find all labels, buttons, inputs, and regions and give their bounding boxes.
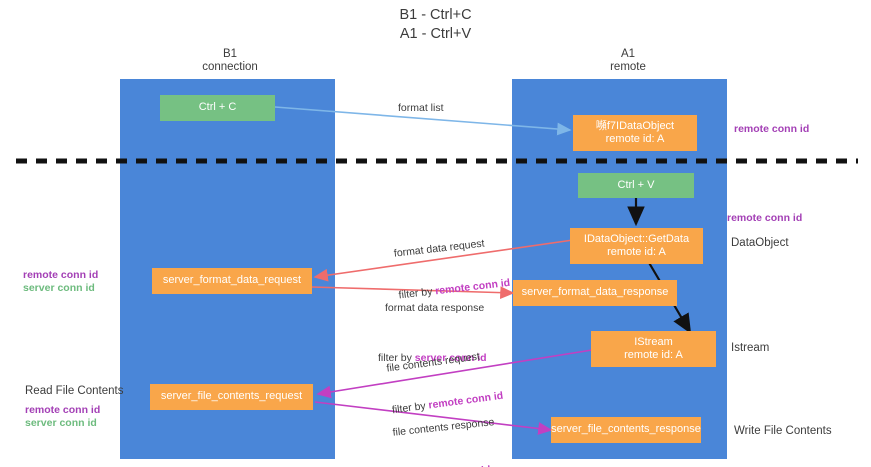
node-ctrl-v[interactable]: Ctrl + V [578, 173, 694, 198]
node-server-format-data-request[interactable]: server_format_data_request [152, 268, 312, 294]
edge-line-1: format data request [393, 237, 486, 260]
tag-bottom-server-conn-id: server conn id [25, 417, 97, 429]
edge-label-file-contents-response: file contents response filter by server … [389, 387, 503, 467]
side-label-read-file-contents: Read File Contents [25, 385, 124, 397]
node-server-format-data-response[interactable]: server_format_data_response [513, 280, 677, 306]
column-header-left: B1 connection [202, 48, 258, 73]
node-server-file-contents-request[interactable]: server_file_contents_request [150, 384, 313, 410]
side-label-istream: Istream [731, 342, 770, 354]
edge-line-1: file contents request [385, 350, 481, 375]
tag-remote-conn-id-mid: remote conn id [727, 212, 803, 224]
edge-line-1: format data response [385, 302, 485, 314]
edge-filter-value: server conn id [414, 352, 487, 364]
node-istream[interactable]: IStream remote id: A [591, 331, 716, 367]
column-header-right: A1 remote [610, 48, 646, 73]
tag-bottom-remote-conn-id: remote conn id [25, 404, 101, 416]
edge-line-2: filter by server conn id [382, 462, 500, 467]
edge-label-format-data-response: format data response filter by server co… [378, 273, 487, 393]
edge-label-format-list: format list [398, 102, 444, 114]
edge-line-1: file contents response [392, 416, 495, 439]
node-idataobject-getdata[interactable]: IDataObject::GetData remote id: A [570, 228, 703, 264]
tag-left-server-conn-id: server conn id [23, 282, 95, 294]
diagram-title: B1 - Ctrl+C A1 - Ctrl+V [399, 7, 472, 42]
side-label-write-file-contents: Write File Contents [734, 425, 832, 437]
side-label-dataobject: DataObject [731, 237, 789, 249]
tag-left-remote-conn-id: remote conn id [23, 269, 99, 281]
node-ctrl-c[interactable]: Ctrl + C [160, 95, 275, 121]
node-server-file-contents-response[interactable]: server_file_contents_response [551, 417, 701, 443]
edge-line-2: filter by server conn id [378, 351, 487, 365]
edge-filter-prefix: filter by [378, 352, 415, 364]
tag-remote-conn-id-top: remote conn id [734, 123, 810, 135]
node-dataobject-remote[interactable]: 嚬f7IDataObject remote id: A [573, 115, 697, 151]
